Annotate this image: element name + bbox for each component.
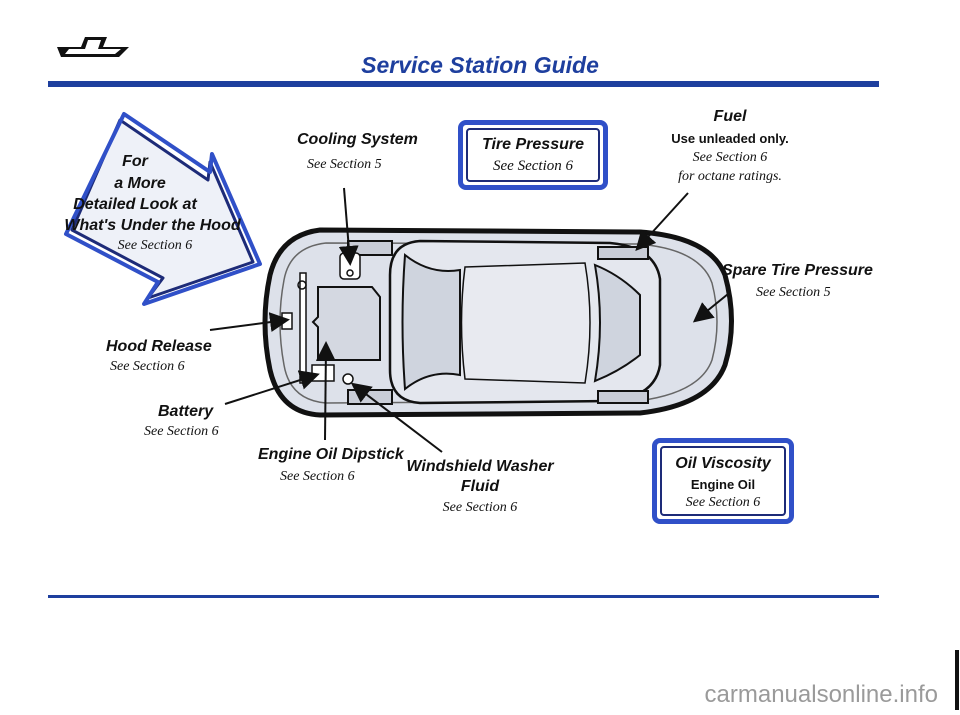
fuel-ref-2: for octane ratings. [678, 169, 782, 184]
car-diagram [262, 227, 734, 418]
callout-line-3: Detailed Look at [73, 196, 197, 213]
hood-release-label: Hood Release [106, 338, 212, 355]
callout-line-1: For [122, 153, 148, 170]
fuel-sub: Use unleaded only. [671, 131, 789, 146]
battery-ref: See Section 6 [144, 424, 219, 439]
oil-viscosity-ref: See Section 6 [685, 495, 761, 510]
dipstick-label: Engine Oil Dipstick [258, 446, 404, 463]
page-title: Service Station Guide [361, 52, 599, 78]
spare-tire-label: Spare Tire Pressure [722, 262, 873, 279]
bowtie-logo [57, 37, 129, 57]
page-edge-mark [955, 650, 959, 710]
battery-label: Battery [158, 403, 214, 420]
washer-label-2: Fluid [460, 478, 500, 495]
washer-ref: See Section 6 [442, 500, 518, 515]
oil-viscosity-box: Oil Viscosity Engine Oil See Section 6 [652, 438, 794, 524]
tire-pressure-box-frame [466, 128, 600, 182]
cooling-system-ref: See Section 5 [307, 157, 382, 172]
callout-line-4: What's Under the Hood [64, 217, 241, 234]
tire-pressure-box: Tire Pressure See Section 6 [458, 120, 608, 190]
spare-tire-ref: See Section 5 [756, 285, 831, 300]
top-rule [48, 81, 879, 87]
fuel-label: Fuel [713, 108, 747, 125]
oil-viscosity-title: Oil Viscosity [675, 455, 771, 472]
callout-arrow-shape [64, 112, 262, 306]
bottom-rule [48, 595, 879, 598]
tire-pressure-title: Tire Pressure [482, 136, 584, 153]
watermark: carmanualsonline.info [704, 681, 938, 708]
fuel-ref: See Section 6 [692, 150, 768, 165]
tire-pressure-ref: See Section 6 [493, 158, 573, 174]
callout-line-2: a More [114, 175, 166, 192]
hood-release-ref: See Section 6 [110, 359, 185, 374]
dipstick-ref: See Section 6 [280, 469, 355, 484]
oil-viscosity-box-frame [660, 446, 786, 516]
cooling-system-label: Cooling System [297, 131, 418, 148]
callout-ref: See Section 6 [117, 238, 193, 253]
washer-label: Windshield Washer [406, 458, 554, 475]
oil-viscosity-sub: Engine Oil [690, 477, 756, 492]
